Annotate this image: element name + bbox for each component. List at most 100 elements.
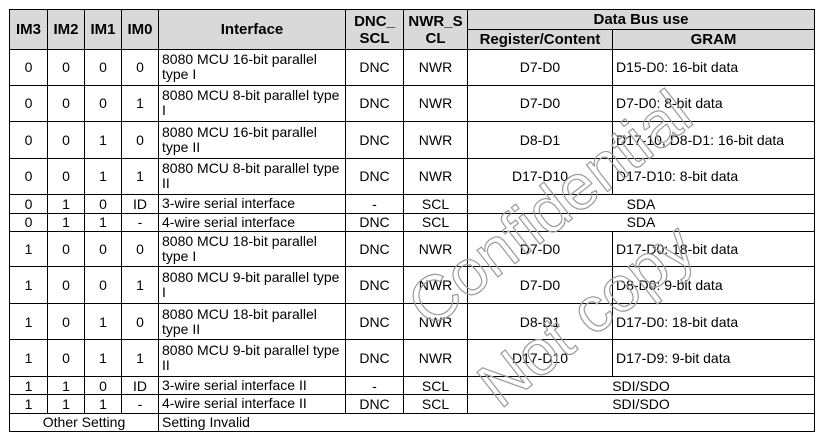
- cell-other-setting: Other Setting: [9, 412, 159, 433]
- table-row: 1 0 0 0 8080 MCU 18-bit parallel type I …: [9, 230, 816, 268]
- cell-interface: 8080 MCU 16-bit parallel type II: [158, 121, 346, 159]
- cell-nwr-scl: NWR: [403, 157, 468, 196]
- cell-interface: 8080 MCU 16-bit parallel type I: [158, 49, 346, 86]
- cell-register-content: D17-D10: [467, 157, 613, 196]
- cell-im3: 0: [9, 49, 48, 86]
- table-row: 1 0 1 0 8080 MCU 18-bit parallel type II…: [9, 302, 816, 341]
- header-nwr-scl: NWR_S CL: [403, 9, 468, 50]
- cell-nwr-scl: NWR: [403, 339, 468, 378]
- header-im0: IM0: [121, 9, 159, 50]
- cell-im1: 1: [84, 339, 122, 378]
- cell-register-content: D7-D0: [467, 266, 613, 304]
- cell-im3: 1: [9, 302, 48, 341]
- cell-interface: 8080 MCU 8-bit parallel type I: [158, 84, 346, 123]
- cell-im1: 0: [84, 84, 122, 123]
- cell-gram: D17-D9: 9-bit data: [611, 339, 816, 378]
- cell-im1: 1: [84, 302, 122, 341]
- cell-im0: -: [121, 212, 159, 232]
- cell-register-content: D7-D0: [467, 84, 613, 123]
- cell-nwr-scl: NWR: [403, 266, 468, 304]
- header-dnc-scl: DNC_ SCL: [345, 9, 404, 50]
- cell-dnc-scl: DNC: [345, 212, 404, 232]
- cell-gram: D8-D0: 9-bit data: [611, 266, 816, 304]
- cell-im2: 0: [47, 157, 85, 196]
- table-row: 0 1 1 - 4-wire serial interface DNC SCL …: [9, 212, 816, 232]
- cell-nwr-scl: NWR: [403, 121, 468, 159]
- cell-im3: 0: [9, 194, 48, 214]
- cell-register-content: D17-D10: [467, 339, 613, 378]
- cell-nwr-scl: NWR: [403, 230, 468, 268]
- cell-im2: 0: [47, 49, 85, 86]
- table-row: 1 0 0 1 8080 MCU 9-bit parallel type I D…: [9, 266, 816, 304]
- cell-interface: 4-wire serial interface: [158, 212, 346, 232]
- cell-im1: 0: [84, 49, 122, 86]
- cell-data-bus-span: SDI/SDO: [466, 394, 816, 414]
- cell-im3: 1: [9, 394, 48, 414]
- cell-gram: D7-D0: 8-bit data: [611, 84, 816, 123]
- cell-im0: 1: [121, 339, 159, 378]
- header-im2: IM2: [47, 9, 85, 50]
- cell-im2: 1: [47, 394, 85, 414]
- cell-im0: 0: [121, 49, 159, 86]
- cell-interface: 8080 MCU 18-bit parallel type II: [158, 302, 346, 341]
- cell-dnc-scl: DNC: [345, 49, 404, 86]
- cell-im1: 0: [84, 266, 122, 304]
- cell-im0: 1: [121, 266, 159, 304]
- cell-dnc-scl: -: [345, 194, 404, 214]
- cell-dnc-scl: DNC: [345, 84, 404, 123]
- cell-nwr-scl: SCL: [403, 376, 468, 396]
- cell-nwr-scl: SCL: [403, 194, 468, 214]
- cell-nwr-scl: NWR: [403, 84, 468, 123]
- cell-nwr-scl: NWR: [403, 49, 468, 86]
- cell-interface: 8080 MCU 18-bit parallel type I: [158, 230, 346, 268]
- cell-data-bus-span: SDA: [466, 194, 816, 214]
- cell-register-content: D7-D0: [467, 230, 613, 268]
- table-row: 1 0 1 1 8080 MCU 9-bit parallel type II …: [9, 339, 816, 378]
- cell-im0: 0: [121, 230, 159, 268]
- cell-im3: 1: [9, 376, 48, 396]
- cell-im2: 1: [47, 376, 85, 396]
- cell-nwr-scl: NWR: [403, 302, 468, 341]
- table-row: 0 0 0 0 8080 MCU 16-bit parallel type I …: [9, 49, 816, 86]
- cell-im2: 0: [47, 121, 85, 159]
- cell-im3: 1: [9, 266, 48, 304]
- cell-gram: D17-D0: 18-bit data: [611, 302, 816, 341]
- interface-mode-table-container: IM3 IM2 IM1 IM0 Interface DNC_ SCL NWR_S…: [9, 9, 816, 433]
- cell-gram: D15-D0: 16-bit data: [611, 49, 816, 86]
- cell-setting-invalid: Setting Invalid: [157, 412, 816, 433]
- header-data-bus-use: Data Bus use: [466, 9, 816, 30]
- table-row: 0 0 1 0 8080 MCU 16-bit parallel type II…: [9, 121, 816, 159]
- cell-im3: 0: [9, 121, 48, 159]
- cell-im2: 1: [47, 212, 85, 232]
- table-row: 0 0 0 1 8080 MCU 8-bit parallel type I D…: [9, 84, 816, 123]
- table-row: 1 1 0 ID 3-wire serial interface II - SC…: [9, 376, 816, 396]
- cell-register-content: D8-D1: [467, 121, 613, 159]
- cell-gram: D17-D10: 8-bit data: [611, 157, 816, 196]
- cell-dnc-scl: DNC: [345, 339, 404, 378]
- cell-im2: 0: [47, 266, 85, 304]
- cell-dnc-scl: -: [345, 376, 404, 396]
- cell-im1: 1: [84, 121, 122, 159]
- cell-interface: 8080 MCU 9-bit parallel type II: [158, 339, 346, 378]
- cell-data-bus-span: SDI/SDO: [466, 376, 816, 396]
- cell-im1: 1: [84, 212, 122, 232]
- cell-interface: 3-wire serial interface: [158, 194, 346, 214]
- cell-im0: ID: [121, 194, 159, 214]
- header-register-content: Register/Content: [467, 29, 613, 50]
- table-row: 0 0 1 1 8080 MCU 8-bit parallel type II …: [9, 157, 816, 196]
- cell-im2: 0: [47, 230, 85, 268]
- cell-im0: 0: [121, 302, 159, 341]
- cell-im1: 0: [84, 194, 122, 214]
- cell-im1: 0: [84, 230, 122, 268]
- cell-im1: 0: [84, 376, 122, 396]
- cell-im2: 0: [47, 84, 85, 123]
- cell-interface: 8080 MCU 8-bit parallel type II: [158, 157, 346, 196]
- header-gram: GRAM: [611, 29, 816, 50]
- cell-dnc-scl: DNC: [345, 302, 404, 341]
- table-row: 1 1 1 - 4-wire serial interface II DNC S…: [9, 394, 816, 414]
- cell-im2: 0: [47, 302, 85, 341]
- cell-im1: 1: [84, 394, 122, 414]
- table-row-footer: Other Setting Setting Invalid: [9, 412, 816, 433]
- cell-im0: -: [121, 394, 159, 414]
- cell-register-content: D7-D0: [467, 49, 613, 86]
